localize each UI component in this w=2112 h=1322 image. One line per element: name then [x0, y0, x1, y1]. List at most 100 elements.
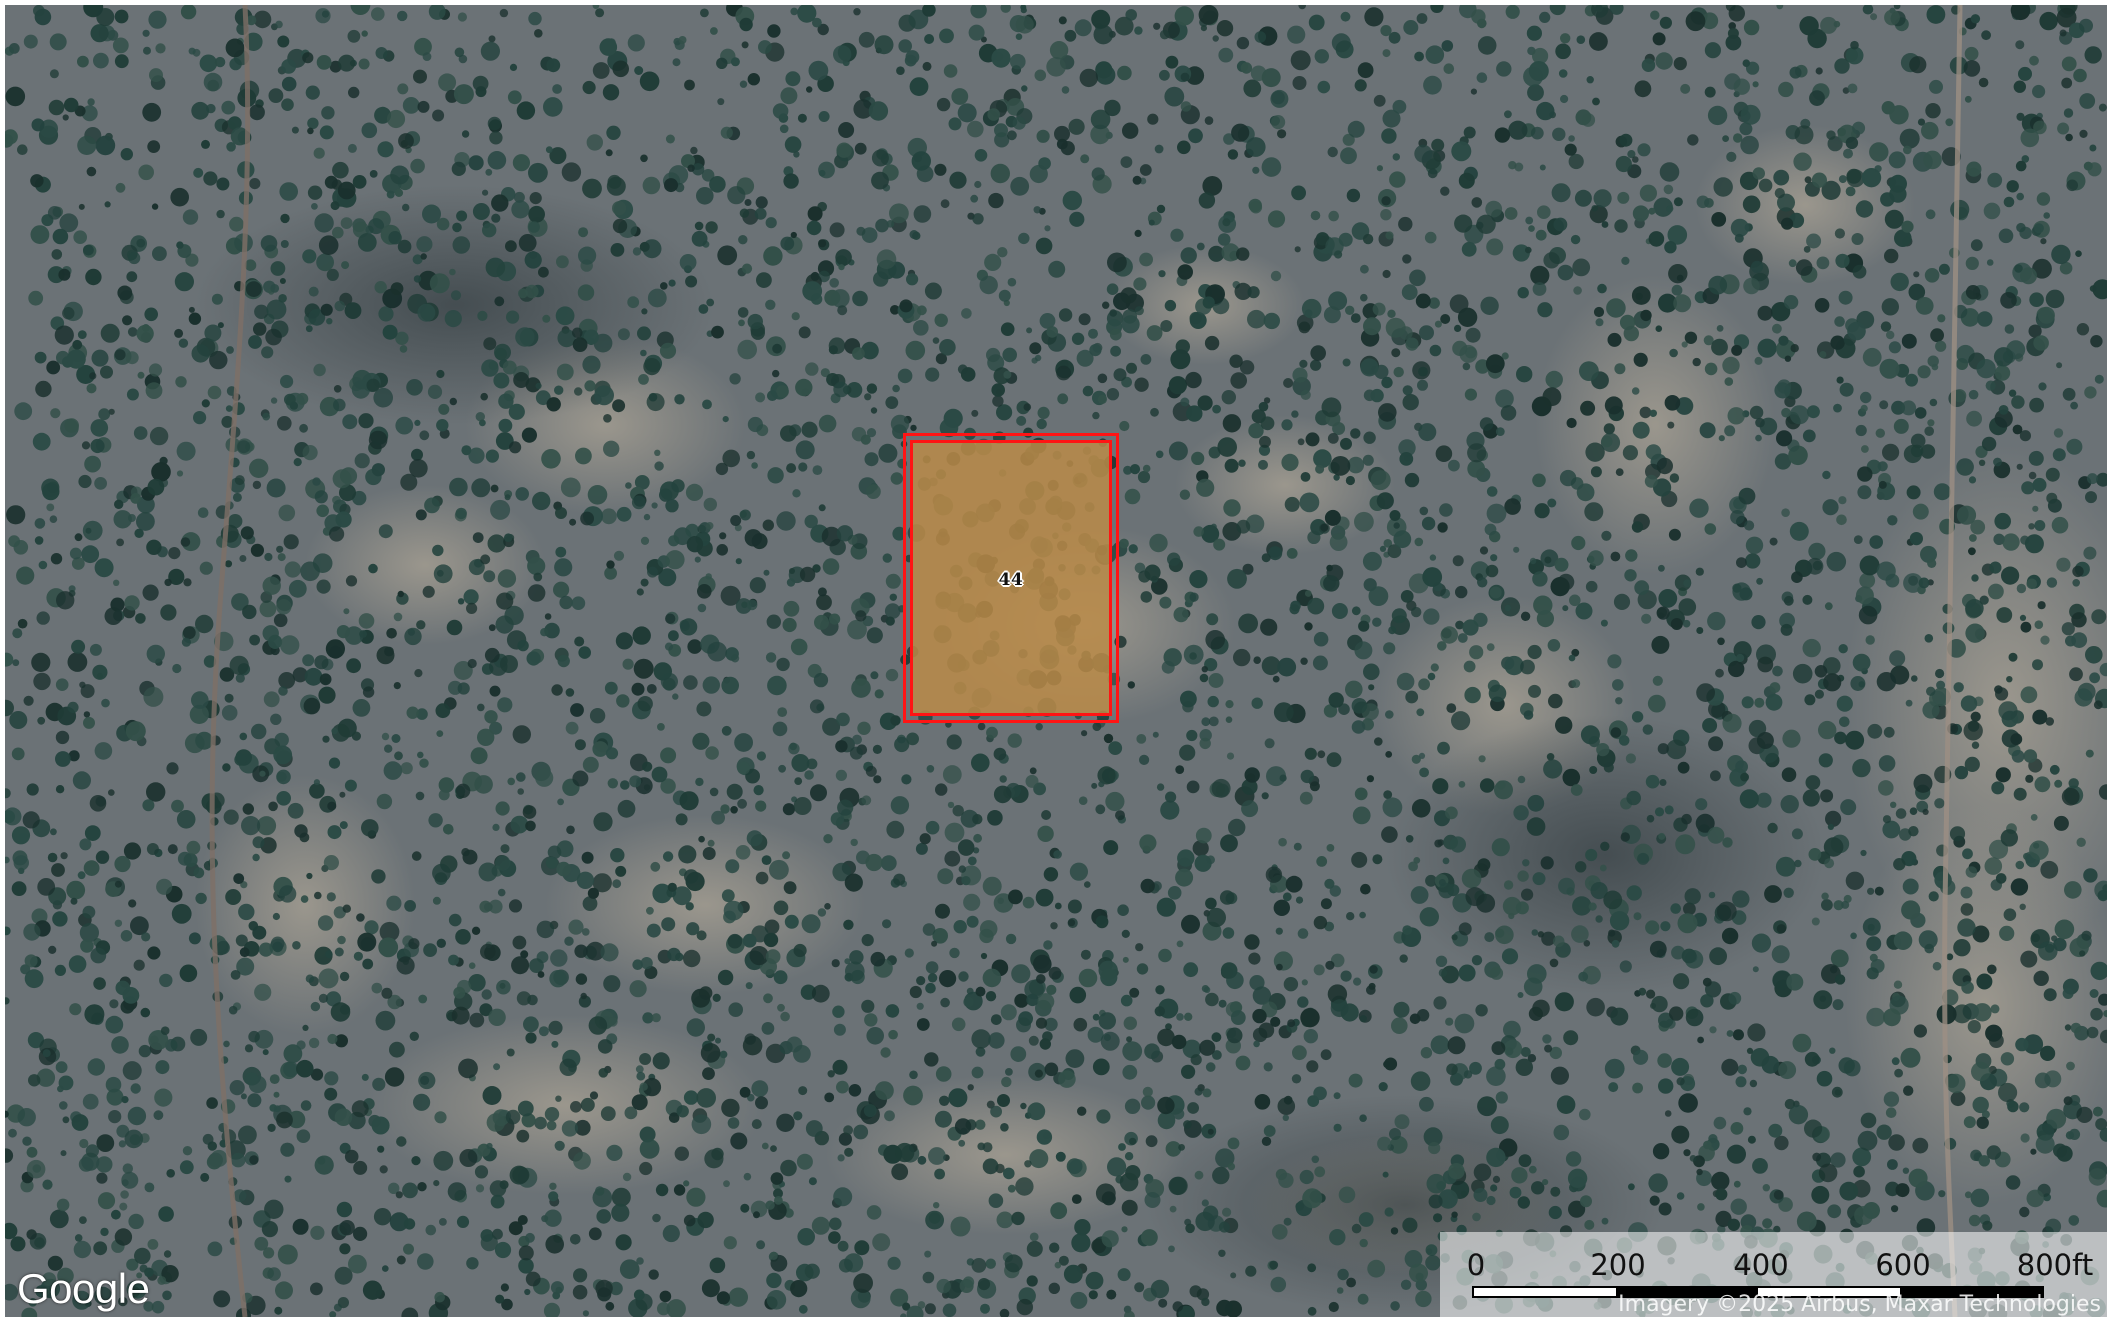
tree	[1173, 607, 1189, 623]
tree	[705, 746, 719, 760]
tree	[886, 220, 895, 228]
tree	[358, 613, 375, 629]
tree	[980, 952, 988, 960]
tree	[909, 1070, 918, 1080]
tree	[1429, 344, 1442, 357]
tree	[334, 1108, 353, 1126]
tree	[979, 920, 998, 938]
tree	[1978, 77, 1989, 88]
tree	[182, 209, 199, 225]
tree	[1529, 557, 1537, 565]
tree	[51, 249, 63, 260]
tree	[467, 658, 477, 669]
tree	[1554, 992, 1574, 1012]
tree	[922, 5, 936, 17]
tree	[1016, 1298, 1033, 1316]
tree	[1938, 1190, 1946, 1198]
tree	[1570, 784, 1583, 796]
tree	[1384, 1057, 1398, 1071]
tree	[1900, 1047, 1921, 1068]
tree	[2093, 700, 2103, 710]
tree	[751, 1119, 762, 1130]
tree	[1150, 407, 1159, 417]
tree	[1230, 372, 1247, 389]
tree	[1527, 644, 1542, 660]
tree	[1803, 246, 1811, 253]
tree	[1467, 459, 1486, 478]
tree	[300, 1100, 312, 1111]
tree	[1822, 470, 1831, 480]
tree	[793, 151, 800, 158]
tree	[174, 328, 184, 338]
tree	[1310, 210, 1321, 221]
tree	[1029, 342, 1042, 355]
tree	[144, 307, 158, 322]
tree	[151, 203, 159, 210]
tree	[763, 246, 783, 266]
tree	[223, 809, 239, 825]
tree	[1517, 1196, 1531, 1209]
tree	[283, 1044, 303, 1064]
tree	[1350, 428, 1361, 439]
tree	[1067, 899, 1082, 914]
map-canvas[interactable]: 44 Google 0 200 400 600 800ft Imagery ©2…	[5, 5, 2107, 1317]
tree	[2032, 477, 2047, 492]
tree	[1120, 994, 1133, 1007]
tree	[958, 865, 966, 873]
tree	[1430, 663, 1439, 672]
tree	[1128, 544, 1138, 554]
tree	[1692, 357, 1701, 367]
tree	[495, 801, 510, 816]
tree	[961, 308, 972, 319]
tree	[912, 231, 921, 240]
tree	[296, 1129, 311, 1143]
tree	[836, 1080, 849, 1094]
tree	[1590, 882, 1608, 900]
tree	[807, 206, 823, 222]
tree	[1306, 1060, 1319, 1073]
tree	[1205, 897, 1217, 910]
tree	[661, 917, 676, 932]
tree	[1398, 439, 1416, 457]
tree	[1934, 798, 1945, 809]
tree	[318, 686, 336, 704]
tree	[1913, 1024, 1927, 1038]
tree	[952, 805, 964, 817]
tree	[2051, 516, 2069, 534]
tree	[1757, 305, 1773, 321]
tree	[1566, 417, 1577, 429]
tree	[652, 1213, 661, 1223]
tree	[1539, 11, 1551, 23]
tree	[143, 1301, 154, 1312]
tree	[925, 367, 940, 382]
tree	[1568, 153, 1584, 170]
tree	[890, 715, 901, 726]
tree	[2068, 1128, 2081, 1140]
tree	[750, 325, 766, 340]
tree	[1359, 1114, 1367, 1122]
tree	[1150, 1279, 1170, 1299]
tree	[1191, 451, 1205, 465]
tree	[1066, 1158, 1083, 1175]
tree	[1044, 1017, 1058, 1032]
tree	[1261, 656, 1281, 676]
tree	[1001, 1076, 1012, 1088]
tree	[1893, 858, 1906, 871]
tree	[1467, 443, 1487, 463]
tree	[1651, 635, 1670, 654]
tree	[11, 747, 25, 761]
tree	[375, 47, 388, 59]
tree	[1513, 805, 1529, 821]
tree	[1899, 128, 1920, 149]
tree	[1541, 931, 1556, 946]
tree	[1600, 841, 1610, 851]
tree	[1495, 925, 1514, 945]
tree	[668, 1112, 680, 1123]
tree	[1351, 698, 1368, 714]
tree	[1187, 1102, 1199, 1114]
tree	[1910, 433, 1926, 449]
dense-shadow	[1385, 715, 1825, 995]
tree	[1201, 524, 1220, 543]
tree	[2098, 103, 2107, 112]
tree	[394, 188, 404, 197]
